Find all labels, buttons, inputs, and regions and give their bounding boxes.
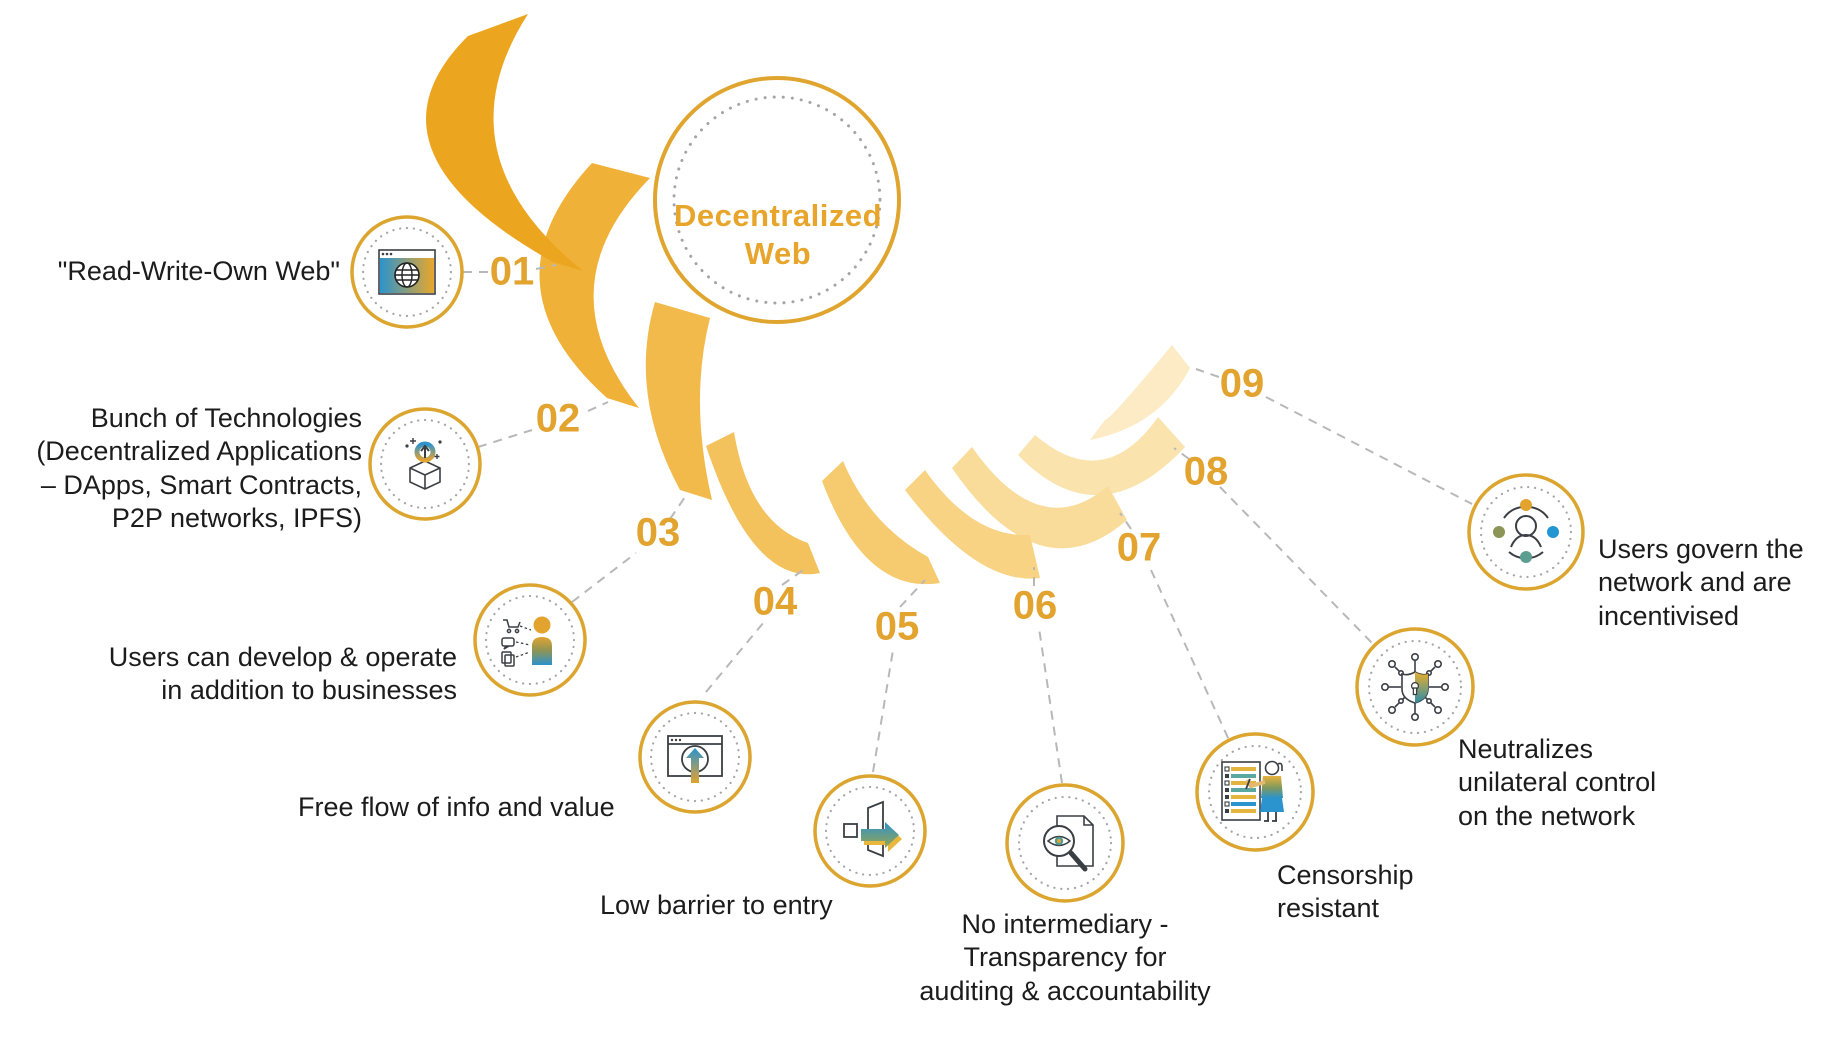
connector-03-arc	[669, 496, 686, 520]
community-icon	[1493, 499, 1559, 563]
arc-segment-5	[822, 461, 940, 585]
connector-06-icon	[1038, 627, 1063, 784]
item-01-icon-circle	[350, 215, 464, 329]
connector-03-icon	[571, 552, 637, 603]
connector-05-arc	[899, 579, 926, 608]
arc-segment-9	[1090, 345, 1190, 440]
connector-08-arc	[1173, 447, 1190, 460]
item-03-icon-circle	[473, 583, 587, 697]
checklist-person-icon	[1221, 760, 1284, 822]
browser-globe-icon	[378, 249, 436, 295]
connector-07-icon	[1150, 569, 1230, 741]
arc-segment-1	[426, 14, 583, 271]
connector-09-icon	[1265, 396, 1473, 505]
center-circle	[653, 76, 901, 324]
arc-segment-8	[1018, 417, 1185, 496]
item-09-icon-circle	[1467, 473, 1585, 591]
arc-segment-4	[706, 432, 820, 575]
connector-lines	[463, 264, 1473, 784]
item-04-icon-circle	[638, 700, 752, 814]
center-dotted-ring	[672, 95, 882, 305]
browser-upload-icon	[667, 735, 723, 783]
item-07-icon-circle	[1195, 732, 1315, 852]
door-arrow-icon	[843, 800, 902, 858]
connector-09-arc	[1195, 368, 1220, 378]
connector-01-arc	[535, 264, 557, 270]
center-circle-border	[653, 76, 901, 324]
connector-08-icon	[1219, 486, 1373, 644]
item-05-icon-circle	[813, 774, 927, 888]
arc-segment-7	[952, 447, 1127, 549]
arc-segment-3	[645, 302, 712, 500]
arc-segment-2	[539, 163, 650, 408]
item-08-icon-circle	[1355, 627, 1475, 747]
connector-02-icon	[477, 429, 533, 448]
arc-fan	[426, 14, 1190, 585]
open-box-icon	[405, 438, 442, 490]
connector-07-arc	[1119, 512, 1132, 530]
network-lock-icon	[1380, 652, 1449, 721]
connector-05-icon	[872, 649, 894, 773]
item-06-icon-circle	[1005, 783, 1125, 903]
item-02-icon-circle	[368, 407, 482, 521]
magnifier-eye-icon	[1043, 815, 1094, 872]
connector-04-arc	[781, 567, 807, 586]
arc-segment-6	[905, 470, 1040, 579]
connector-02-arc	[587, 401, 609, 412]
user-activities-icon	[501, 616, 552, 667]
connector-04-icon	[705, 621, 765, 693]
